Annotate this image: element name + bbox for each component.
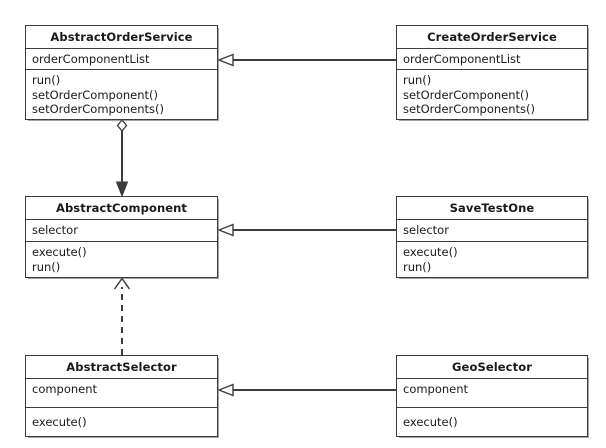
uml-class-abstract-selector[interactable]: AbstractSelector component execute() xyxy=(25,355,218,437)
class-operations: execute() xyxy=(397,408,587,434)
hollow-triangle-arrowhead-icon xyxy=(217,223,234,237)
hollow-triangle-arrowhead-icon xyxy=(217,383,234,397)
class-attributes: component xyxy=(26,379,217,408)
class-title: AbstractSelector xyxy=(26,356,217,379)
class-operations: run() setOrderComponent() setOrderCompon… xyxy=(397,70,587,121)
operation-item: setOrderComponent() xyxy=(403,87,529,102)
operation-item: run() xyxy=(32,259,61,274)
class-attributes: component xyxy=(397,379,587,408)
hollow-diamond-icon xyxy=(116,118,128,133)
operation-item: execute() xyxy=(32,245,87,259)
attribute-item: orderComponentList xyxy=(32,52,150,66)
class-title: SaveTestOne xyxy=(397,197,587,220)
class-operations: execute() run() xyxy=(397,242,587,278)
class-operations: execute() xyxy=(26,408,217,434)
operation-item: execute() xyxy=(403,245,458,259)
aggregation-order-service-component xyxy=(115,118,129,198)
hollow-triangle-arrowhead-icon xyxy=(217,53,234,67)
generalization-geo-selector xyxy=(217,383,396,397)
operation-item: setOrderComponents() xyxy=(32,102,164,116)
class-attributes: selector xyxy=(397,220,587,242)
class-title: AbstractComponent xyxy=(26,197,217,220)
class-operations: execute() run() xyxy=(26,242,217,278)
operation-item: setOrderComponent() xyxy=(32,87,158,102)
attribute-item: selector xyxy=(32,223,78,237)
dependency-selector-component xyxy=(113,277,131,355)
class-title: CreateOrderService xyxy=(397,26,587,49)
attribute-item: selector xyxy=(403,223,449,237)
filled-arrowhead-icon xyxy=(115,181,129,198)
generalization-create-order-service xyxy=(217,53,396,67)
attribute-item: component xyxy=(32,382,98,396)
generalization-save-test-one xyxy=(217,223,396,237)
uml-class-abstract-component[interactable]: AbstractComponent selector execute() run… xyxy=(25,196,218,278)
class-attributes: selector xyxy=(26,220,217,242)
uml-class-save-test-one[interactable]: SaveTestOne selector execute() run() xyxy=(396,196,588,278)
class-title: GeoSelector xyxy=(397,356,587,379)
open-arrowhead-icon xyxy=(113,277,131,290)
attribute-item: orderComponentList xyxy=(403,52,521,66)
uml-class-geo-selector[interactable]: GeoSelector component execute() xyxy=(396,355,588,437)
operation-item: setOrderComponents() xyxy=(403,102,535,116)
operation-item: run() xyxy=(32,73,61,87)
attribute-item: component xyxy=(403,382,469,396)
uml-class-abstract-order-service[interactable]: AbstractOrderService orderComponentList … xyxy=(25,25,218,120)
uml-class-create-order-service[interactable]: CreateOrderService orderComponentList ru… xyxy=(396,25,588,120)
class-attributes: orderComponentList xyxy=(26,49,217,70)
class-attributes: orderComponentList xyxy=(397,49,587,70)
operation-item: execute() xyxy=(32,415,87,429)
class-title: AbstractOrderService xyxy=(26,26,217,49)
operation-item: execute() xyxy=(403,415,458,429)
operation-item: run() xyxy=(403,259,432,274)
class-operations: run() setOrderComponent() setOrderCompon… xyxy=(26,70,217,121)
operation-item: run() xyxy=(403,73,432,87)
